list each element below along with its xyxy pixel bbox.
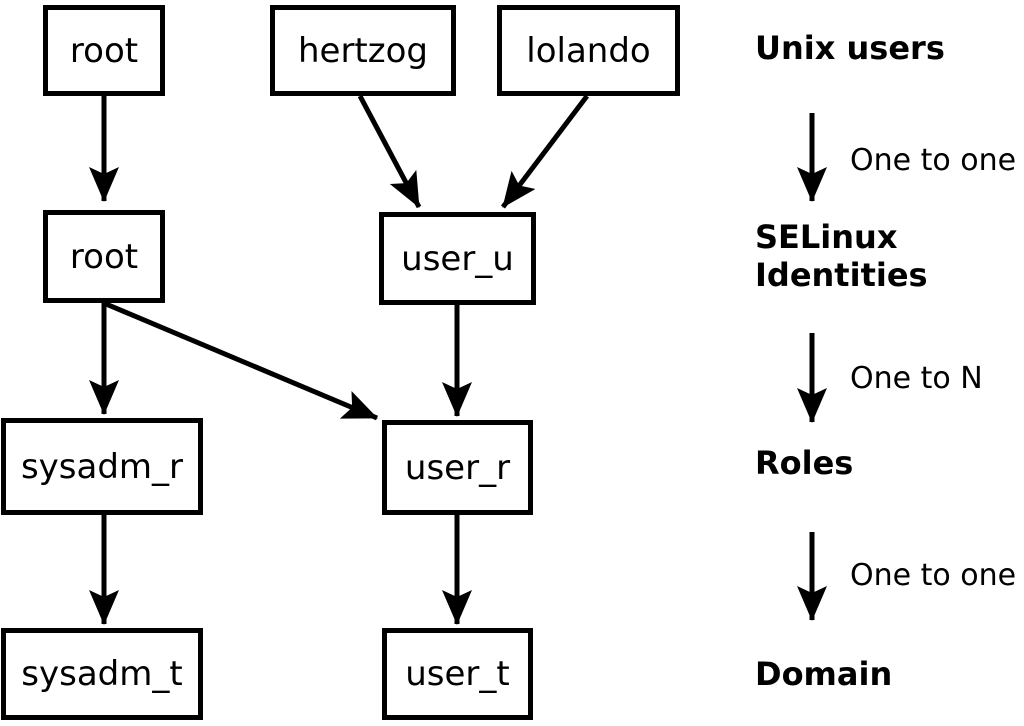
legend-domain: Domain	[755, 655, 893, 693]
node-sysadm-r-label: sysadm_r	[20, 446, 184, 487]
legend-selinux-identities: SELinux Identities	[755, 218, 928, 294]
node-user-t-label: user_t	[405, 654, 510, 694]
legend-selinux-identities-line1: SELinux	[755, 218, 898, 256]
node-user-u: user_u	[379, 212, 536, 305]
node-sysadm-r: sysadm_r	[1, 418, 203, 515]
legend-roles: Roles	[755, 444, 854, 482]
node-lolando-label: lolando	[526, 30, 651, 71]
edge-lolando-to-user-u	[501, 94, 589, 209]
node-user-t: user_t	[382, 628, 533, 720]
edge-selinux-root-to-user-r	[105, 301, 378, 421]
node-selinux-root: root	[43, 210, 165, 303]
node-unix-root: root	[43, 5, 165, 96]
node-sysadm-t-label: sysadm_t	[21, 654, 183, 694]
edge-hertzog-to-user-u	[357, 94, 422, 209]
node-selinux-root-label: root	[69, 236, 139, 277]
legend-label-one-to-n: One to N	[850, 361, 983, 396]
legend-unix-users: Unix users	[755, 29, 945, 67]
node-unix-root-label: root	[69, 30, 139, 71]
node-lolando: lolando	[497, 5, 680, 96]
node-hertzog: hertzog	[270, 5, 456, 96]
node-user-u-label: user_u	[401, 238, 514, 279]
legend-selinux-identities-line2: Identities	[755, 256, 928, 294]
legend-label-one-to-one-2: One to one	[850, 558, 1017, 593]
legend-label-one-to-one-1: One to one	[850, 143, 1017, 178]
node-user-r: user_r	[382, 420, 533, 515]
node-hertzog-label: hertzog	[297, 30, 428, 71]
node-user-r-label: user_r	[404, 447, 511, 488]
node-sysadm-t: sysadm_t	[1, 628, 203, 720]
